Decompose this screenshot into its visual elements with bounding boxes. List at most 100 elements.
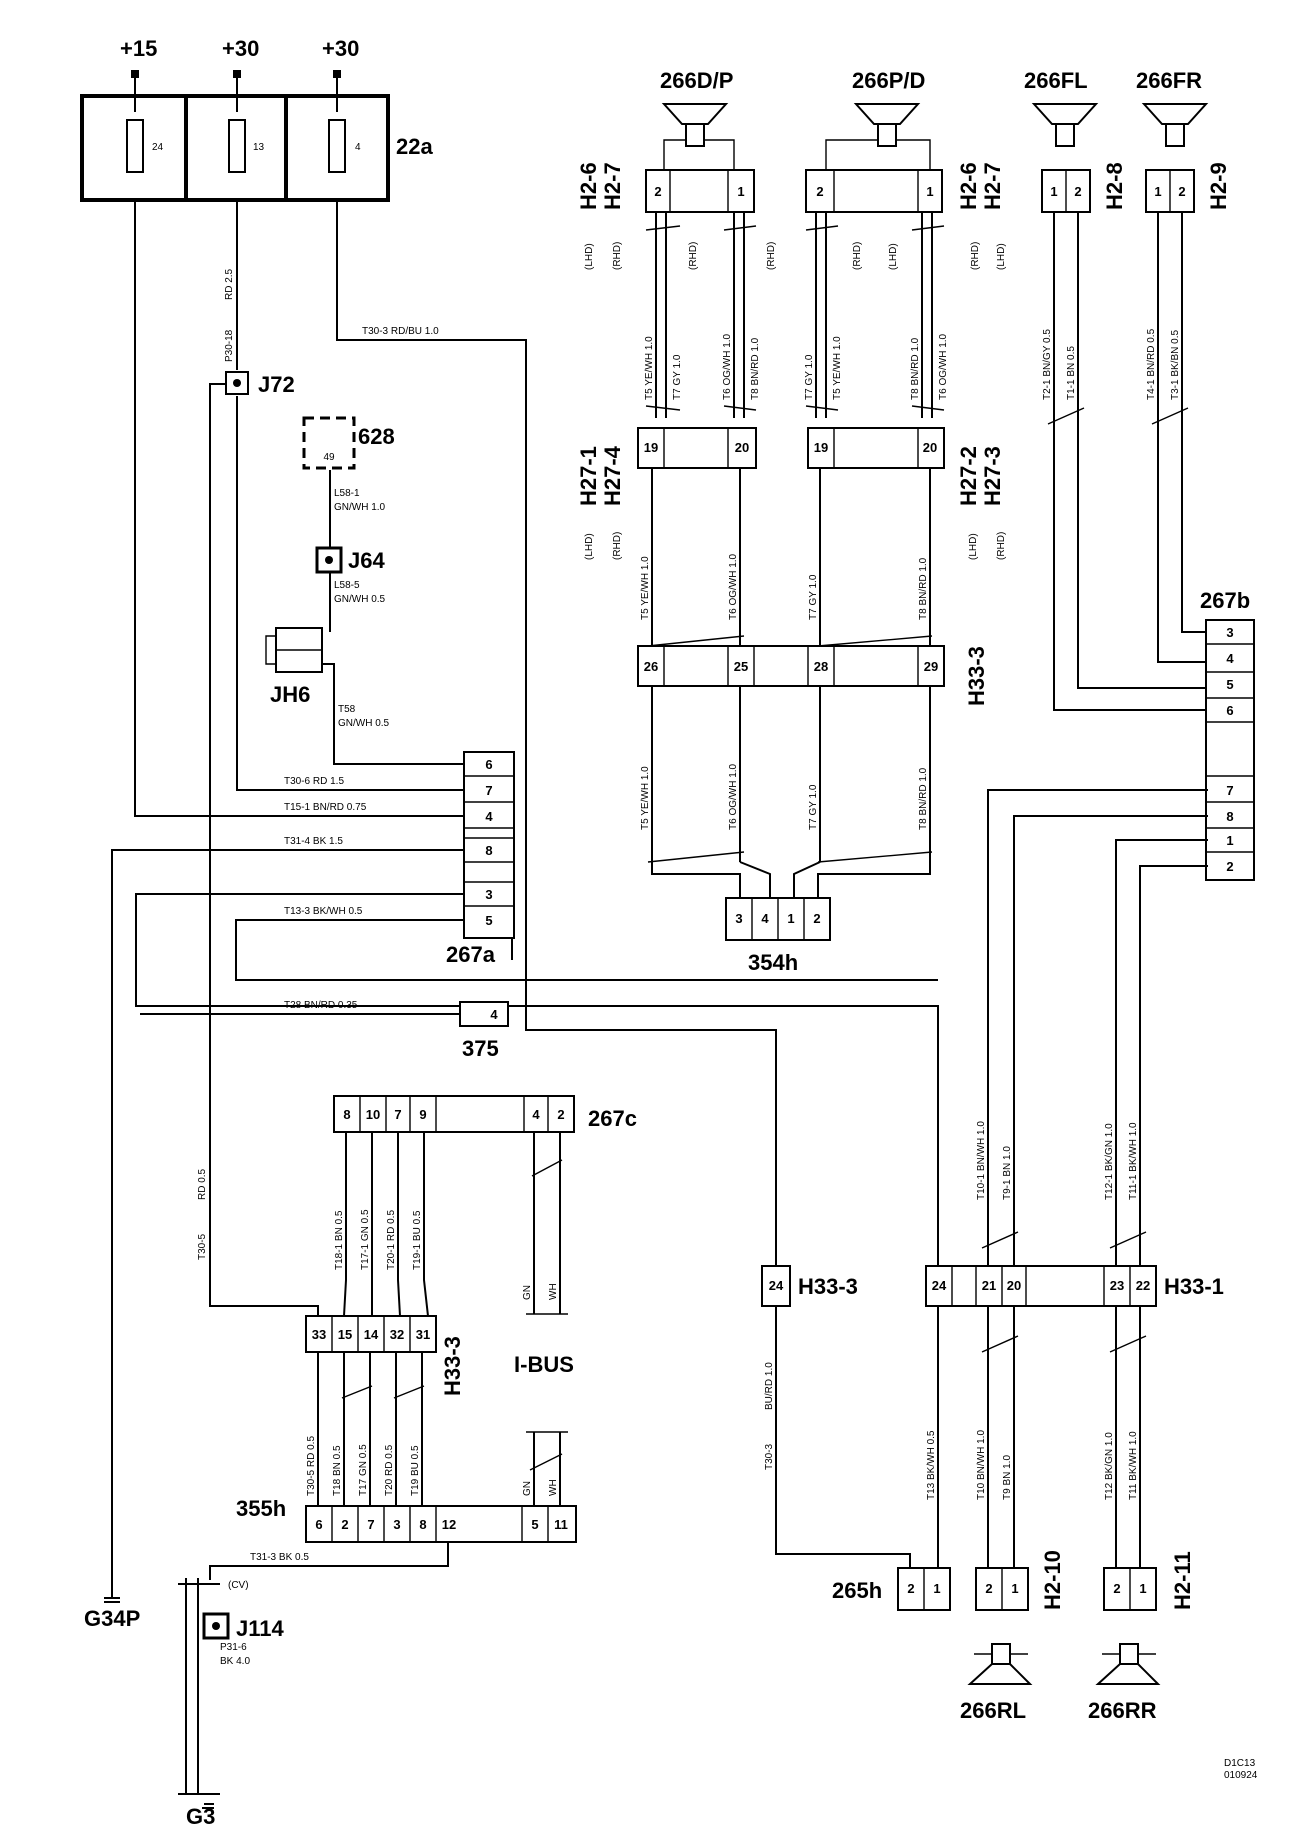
left-wiring (111, 200, 939, 1598)
h33-3m-pin-28: 28 (814, 659, 828, 674)
label-gnwh05a: GN/WH 0.5 (334, 594, 386, 605)
h27-4-label: H27-4 (600, 445, 625, 506)
label-m2: T6 OG/WH 1.0 (728, 553, 739, 620)
wires-front-center-low (647, 686, 933, 898)
355h-pin-8: 8 (419, 1517, 426, 1532)
label-bk40: BK 4.0 (220, 1656, 250, 1667)
h33-3m-pin-29: 29 (924, 659, 938, 674)
375-pin-4: 4 (490, 1007, 498, 1022)
wire-labels-front-center-top: (LHD) (RHD) (RHD) (RHD) (RHD) (LHD) (RHD… (584, 242, 1007, 400)
h27-2-label: H27-2 (956, 446, 981, 506)
label-f1: T2-1 BN/GY 0.5 (1042, 329, 1053, 400)
label-burd10: BU/RD 1.0 (764, 1362, 775, 1410)
wires-rear (981, 789, 1208, 1270)
h33-3l-pin-14: 14 (364, 1327, 379, 1342)
355h-label: 355h (236, 1496, 286, 1521)
label-cb1: T30-5 RD 0.5 (306, 1436, 317, 1496)
label-gn-b: GN (522, 1481, 533, 1496)
label-t31-4: T31-4 BK 1.5 (284, 836, 343, 847)
267c-pin-4: 4 (532, 1107, 540, 1122)
267a-pin-5: 5 (485, 913, 492, 928)
h33-3-single-label: H33-3 (798, 1274, 858, 1299)
label-t15-1: T15-1 BN/RD 0.75 (284, 802, 367, 813)
267c-pin-10: 10 (366, 1107, 380, 1122)
j114-label: J114 (236, 1616, 284, 1641)
267a-pin-4: 4 (485, 809, 493, 824)
354h-label: 354h (748, 950, 798, 975)
h26b-pin-2: 2 (816, 184, 823, 199)
label-t31-3: T31-3 BK 0.5 (250, 1552, 309, 1563)
355h-pin-7: 7 (367, 1517, 374, 1532)
connector-267a: 6 7 4 8 3 5 267a (446, 751, 515, 967)
rhd-3: (RHD) (766, 242, 777, 270)
h33-3s-pin-24: 24 (769, 1278, 784, 1293)
h33-3l-pin-32: 32 (390, 1327, 404, 1342)
h2-8-label: H2-8 (1102, 162, 1127, 210)
connector-jh6: JH6 (265, 627, 323, 707)
355h-pin-11: 11 (554, 1517, 568, 1532)
label-rd05: RD 0.5 (197, 1168, 208, 1200)
h27b-pin-20: 20 (923, 440, 937, 455)
lhd-3: (LHD) (996, 243, 1007, 270)
wires-front-center-top (645, 212, 945, 418)
label-c5: T7 GY 1.0 (804, 354, 815, 400)
rhd-4: (RHD) (852, 242, 863, 270)
label-c6: T5 YE/WH 1.0 (832, 336, 843, 400)
label-f4: T3-1 BK/BN 0.5 (1170, 330, 1181, 400)
h33-1-pin-20: 20 (1007, 1278, 1021, 1293)
266fr-label: 266FR (1136, 68, 1202, 93)
connector-h27-left: 19 20 H27-1 H27-4 (576, 427, 757, 506)
267b-pin-6: 6 (1226, 703, 1233, 718)
label-b5: T11 BK/WH 1.0 (1128, 1431, 1139, 1500)
label-b4: T12 BK/GN 1.0 (1104, 1432, 1115, 1500)
label-b2: T10 BN/WH 1.0 (976, 1430, 987, 1500)
wires-front-center-mid (647, 468, 933, 647)
connector-375: 4 375 (459, 1001, 509, 1061)
h27b-pin-19: 19 (814, 440, 828, 455)
connector-355h: 6 2 7 3 8 12 5 11 355h (236, 1496, 577, 1543)
fuse-4: 4 (355, 142, 361, 153)
label-m3: T7 GY 1.0 (808, 574, 819, 620)
628-pin: 49 (323, 452, 335, 463)
267b-pin-2: 2 (1226, 859, 1233, 874)
h26b-pin-1: 1 (926, 184, 933, 199)
355h-pin-2: 2 (341, 1517, 348, 1532)
267a-pin-3: 3 (485, 887, 492, 902)
h28-pin-1: 1 (1050, 184, 1057, 199)
267a-pin-7: 7 (485, 783, 492, 798)
label-rd25: RD 2.5 (224, 268, 235, 300)
fusebox-label: 22a (396, 134, 433, 159)
label-gn-a: GN (522, 1285, 533, 1300)
rhd-2: (RHD) (688, 242, 699, 270)
jh6-label: JH6 (270, 682, 310, 707)
supply-plus30-b: +30 (322, 36, 359, 61)
267c-pin-9: 9 (419, 1107, 426, 1122)
label-ca1: T18-1 BN 0.5 (334, 1210, 345, 1270)
h2-9-label: H2-9 (1206, 162, 1231, 210)
h2-11-pin-1: 1 (1139, 1581, 1146, 1596)
267b-pin-3: 3 (1226, 625, 1233, 640)
connector-265h: 2 1 265h (832, 1567, 951, 1611)
lhd-4: (LHD) (584, 533, 595, 560)
label-b1: T13 BK/WH 0.5 (926, 1430, 937, 1500)
label-ca3: T20-1 RD 0.5 (386, 1210, 397, 1270)
supply-terminals: +15 +30 +30 (120, 36, 359, 112)
355h-pin-5: 5 (531, 1517, 538, 1532)
h33-3-mid-label: H33-3 (964, 646, 989, 706)
354h-pin-4: 4 (761, 911, 769, 926)
label-b3: T9 BN 1.0 (1002, 1455, 1013, 1500)
ibus-label: I-BUS (514, 1352, 574, 1377)
wire-labels-rear-low: T13 BK/WH 0.5 T10 BN/WH 1.0 T9 BN 1.0 T1… (926, 1430, 1139, 1500)
267c-label: 267c (588, 1106, 637, 1131)
label-f3: T4-1 BN/RD 0.5 (1146, 328, 1157, 400)
265h-pin-2: 2 (907, 1581, 914, 1596)
267b-pin-7: 7 (1226, 783, 1233, 798)
h2-10-pin-1: 1 (1011, 1581, 1018, 1596)
connector-h33-3-single: 24 H33-3 (761, 1265, 858, 1307)
267a-label: 267a (446, 942, 496, 967)
speaker-266rl: 266RL (960, 1643, 1033, 1723)
g3-label: G3 (186, 1804, 215, 1824)
h33-1-pin-23: 23 (1110, 1278, 1124, 1293)
wires-267c-h33-3 (343, 1132, 568, 1317)
